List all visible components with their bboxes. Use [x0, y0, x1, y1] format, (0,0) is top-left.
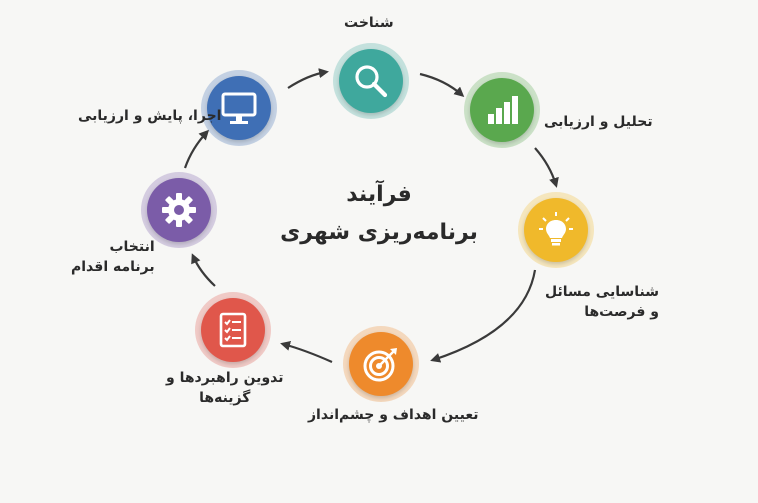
- step-7-label: اجرا، پایش و ارزیابی: [78, 108, 222, 124]
- step-3-label: شناسایی مسائل و فرصت‌ها: [545, 282, 659, 322]
- gear-icon: [162, 193, 196, 227]
- step-4-label: تعیین اهداف و چشم‌انداز: [308, 407, 479, 423]
- step-5-label: تدوین راهبردها و گزینه‌ها: [166, 368, 284, 408]
- step-5-label-line-2: گزینه‌ها: [199, 390, 251, 406]
- checklist-icon: [219, 312, 247, 348]
- lightbulb-icon: [539, 212, 573, 246]
- target-icon: [363, 348, 397, 382]
- step-5-label-line-1: تدوین راهبردها و: [166, 370, 284, 386]
- step-6-node: [141, 172, 217, 248]
- step-3-label-line-2: و فرصت‌ها: [584, 304, 659, 320]
- title-line-2: برنامه‌ریزی شهری: [280, 220, 478, 245]
- step-3-node: [518, 192, 594, 268]
- step-1-node: [333, 43, 409, 119]
- arrow-7-1: [287, 68, 329, 89]
- arrow-4-5: [280, 341, 333, 364]
- step-6-label: انتخاب برنامه اقدام: [71, 237, 155, 277]
- arrow-2-3: [534, 147, 559, 188]
- arrow-6-7: [183, 129, 210, 169]
- step-5-node: [195, 292, 271, 368]
- arrow-5-6: [191, 253, 216, 287]
- step-3-label-line-1: شناسایی مسائل: [545, 284, 659, 300]
- magnifier-icon: [355, 65, 388, 98]
- diagram-title: فرآیند برنامه‌ریزی شهری: [254, 176, 504, 252]
- monitor-icon: [221, 92, 257, 124]
- step-6-label-line-2: برنامه اقدام: [71, 259, 155, 275]
- step-2-node: [464, 72, 540, 148]
- step-7-node: [201, 70, 277, 146]
- bar-chart-icon: [488, 96, 518, 124]
- step-4-node: [343, 326, 419, 402]
- step-2-label: تحلیل و ارزیابی: [544, 114, 653, 130]
- arrow-1-2: [419, 72, 465, 97]
- arrow-3-4: [430, 269, 537, 363]
- step-6-label-line-1: انتخاب: [109, 239, 155, 255]
- title-line-1: فرآیند: [346, 182, 412, 207]
- step-1-label: شناخت: [344, 15, 394, 31]
